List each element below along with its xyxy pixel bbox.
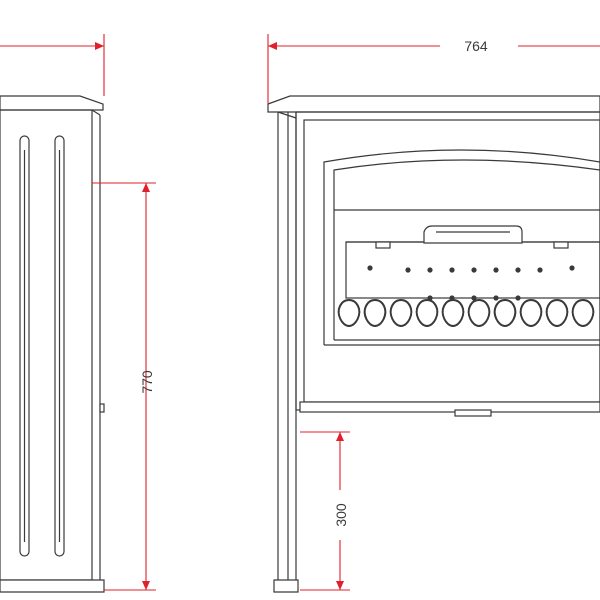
front-left-foot: [273, 579, 299, 593]
front-ledge: [299, 401, 600, 413]
rivets-upper: [367, 265, 575, 273]
side-body: [0, 109, 93, 581]
front-top-cap: [267, 95, 600, 113]
height-dimension-label: 770: [139, 370, 155, 394]
height-dimension: 770: [92, 182, 156, 591]
front-left-pillar: [277, 112, 297, 580]
rivets-lower: [427, 295, 521, 301]
side-base: [0, 579, 105, 593]
fuel-bed-loops: [337, 299, 595, 328]
firebox-inner: [333, 159, 600, 340]
front-body: [295, 111, 600, 411]
front-panel-inner: [303, 119, 600, 403]
side-hinge: [99, 403, 105, 413]
side-top-cap: [0, 95, 104, 111]
width-dimension: 764: [267, 34, 600, 104]
firebox-outer: [323, 149, 600, 345]
firebox-handle: [423, 225, 523, 244]
leg-height-dimension: 300: [300, 431, 350, 591]
leg-height-dimension-label: 300: [333, 503, 349, 527]
side-back-edge: [91, 109, 101, 116]
side-view: [0, 95, 105, 593]
side-width-dimension: [0, 34, 105, 96]
front-view: [267, 95, 600, 593]
width-dimension-label: 764: [464, 38, 488, 54]
